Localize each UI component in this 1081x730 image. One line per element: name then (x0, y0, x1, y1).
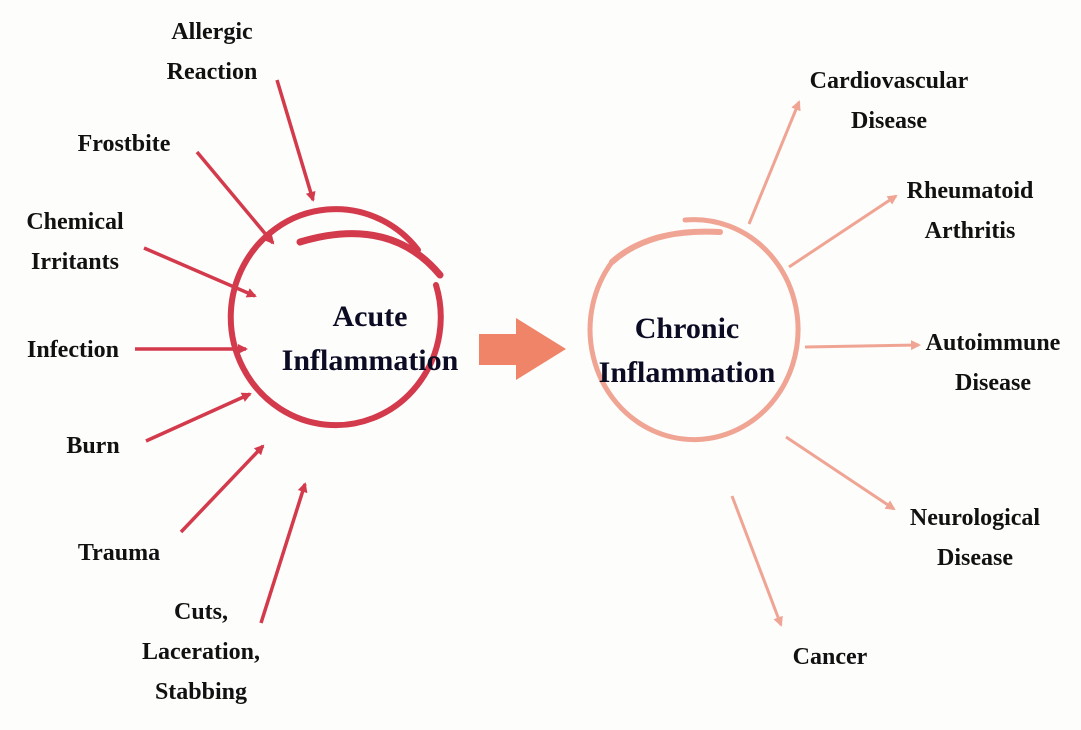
cause-frostbite: Frostbite (77, 131, 171, 157)
cause-allergic-reaction: Allergic Reaction (166, 19, 258, 85)
outcome-rheumatoid-arthritis: Rheumatoid Arthritis (906, 178, 1034, 244)
chronic-circle-overlap (609, 228, 723, 265)
arrow-chemical-irritants (143, 246, 257, 298)
acute-inflammation-label: Acute Inflammation (281, 300, 459, 377)
arrow-cardiovascular-disease (747, 100, 801, 225)
acute-circle-overlap (296, 230, 444, 279)
chronic-circle (587, 217, 801, 443)
arrow-cancer (730, 495, 783, 627)
arrow-burn (145, 392, 252, 443)
arrow-neurological-disease (785, 435, 896, 511)
cause-trauma: Trauma (77, 540, 161, 566)
cause-cuts-laceration-stabbing: Cuts, Laceration, Stabbing (142, 599, 260, 705)
chronic-inflammation-label: Chronic Inflammation (598, 312, 776, 389)
outcome-autoimmune-disease: Autoimmune Disease (925, 330, 1061, 396)
cause-burn: Burn (66, 433, 120, 459)
arrow-rheumatoid-arthritis (788, 194, 898, 269)
arrow-trauma (179, 444, 265, 534)
outcome-cardiovascular-disease: Cardiovascular Disease (809, 68, 969, 134)
transition-arrow (479, 318, 566, 380)
arrow-frostbite (195, 150, 275, 245)
outcome-neurological-disease: Neurological Disease (909, 505, 1041, 571)
acute-circle (227, 206, 444, 429)
arrow-allergic-reaction (275, 79, 316, 202)
arrow-autoimmune-disease (804, 340, 921, 351)
cause-chemical-irritants: Chemical Irritants (26, 209, 124, 275)
arrow-cuts (259, 482, 308, 624)
outcome-cancer: Cancer (792, 644, 868, 670)
cause-infection: Infection (27, 337, 119, 363)
